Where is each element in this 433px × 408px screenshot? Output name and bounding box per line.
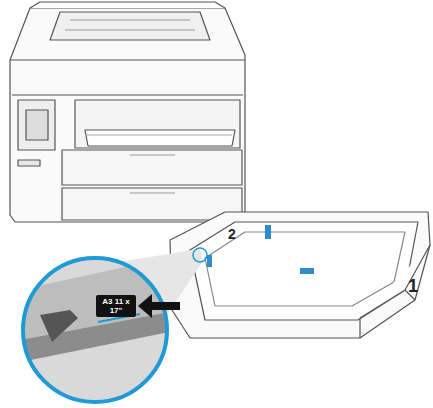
callout-number: 1 [408,276,418,297]
size-label-sticker: A3 11 x 17" [96,295,136,317]
size-label-text: A3 11 x 17" [99,297,133,315]
callout-number: 2 [228,226,236,242]
